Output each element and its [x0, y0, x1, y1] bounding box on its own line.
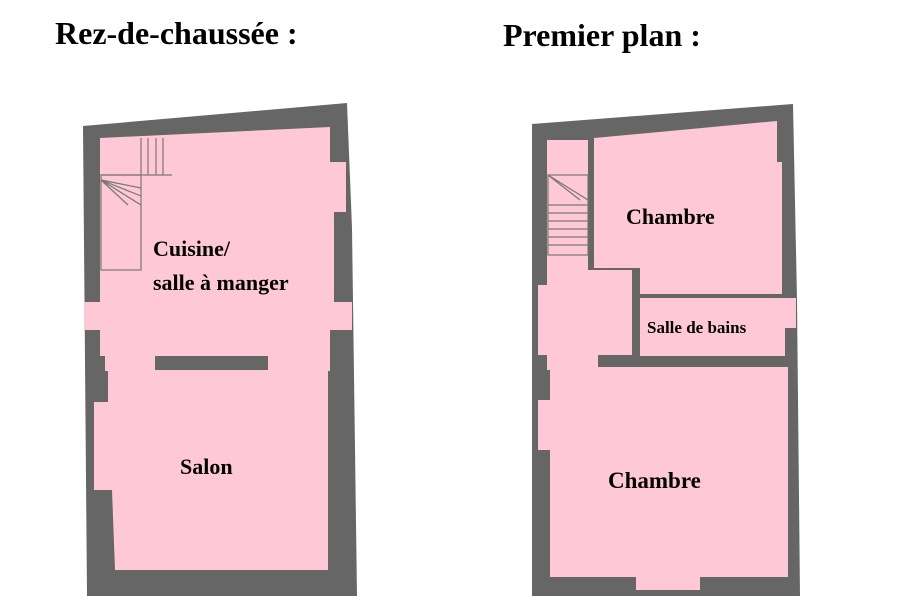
ground-floor-title: Rez-de-chaussée :	[55, 15, 298, 51]
room-label-bedroom-top: Chambre	[626, 204, 715, 229]
first-floor-plan: Chambre Salle de bains Chambre	[532, 104, 800, 596]
ground-floor-plan: Cuisine/ salle à manger Salon	[83, 103, 357, 596]
room-label-bedroom-bottom: Chambre	[608, 468, 701, 493]
doorway-left	[105, 355, 155, 371]
ground-floor-staircase	[100, 138, 172, 271]
room-label-bathroom: Salle de bains	[647, 318, 747, 337]
room-label-kitchen-line2: salle à manger	[153, 270, 289, 295]
room-label-kitchen-line1: Cuisine/	[153, 236, 231, 261]
landing	[538, 270, 632, 370]
kitchen-dining-room	[84, 127, 352, 356]
room-label-living: Salon	[180, 454, 233, 479]
doorway-right	[268, 355, 330, 371]
first-floor-staircase	[547, 174, 589, 256]
living-room	[94, 370, 328, 570]
bedroom-bottom	[538, 367, 788, 590]
bedroom-top	[594, 121, 782, 294]
bathroom-lower	[640, 326, 785, 356]
first-floor-title: Premier plan :	[503, 17, 701, 53]
bathroom	[640, 298, 796, 328]
